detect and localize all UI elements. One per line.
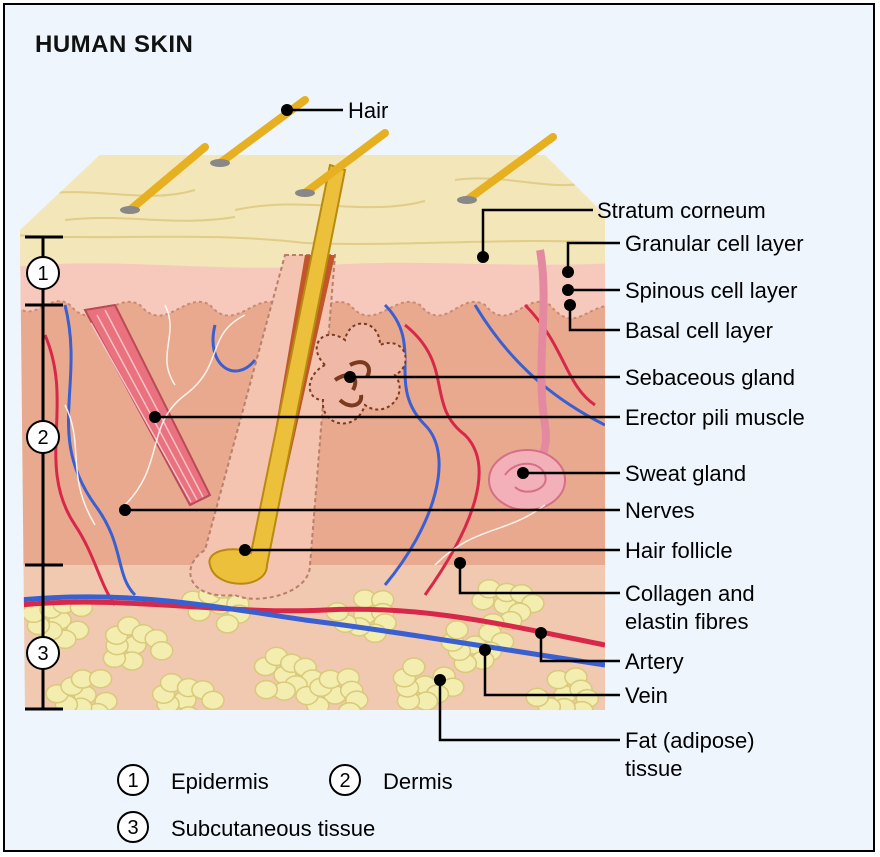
label-sweat-gland: Sweat gland (625, 461, 746, 486)
epidermis-number: 1 (37, 263, 48, 285)
label-artery: Artery (625, 649, 684, 674)
label-hair: Hair (348, 98, 388, 123)
fat-cell (151, 642, 173, 660)
skin-block (15, 155, 615, 726)
label-stratum-corneum: Stratum corneum (597, 198, 766, 223)
fat-cell (202, 691, 224, 709)
legend-number-1: 1 (127, 770, 138, 792)
legend-subcutaneous: Subcutaneous tissue (171, 816, 375, 841)
fat-cell (446, 621, 468, 639)
fat-cell (90, 670, 112, 688)
legend-dermis: Dermis (383, 769, 453, 794)
skin-diagram: 1 2 3 (5, 5, 875, 852)
legend-epidermis: Epidermis (171, 769, 269, 794)
label-fat-line2: tissue (625, 756, 682, 781)
fat-cell (255, 681, 277, 699)
legend-number-3: 3 (127, 817, 138, 839)
legend: 1 Epidermis 2 Dermis 3 Subcutaneous tiss… (118, 765, 453, 842)
diagram-frame: HUMAN SKIN (3, 3, 875, 852)
fat-cell (178, 707, 200, 725)
label-nerves: Nerves (625, 498, 695, 523)
fat-cell (526, 688, 548, 706)
label-basal-cell-layer: Basal cell layer (625, 318, 773, 343)
label-fat-line1: Fat (adipose) (625, 728, 755, 753)
legend-number-2: 2 (339, 770, 350, 792)
label-spinous-cell-layer: Spinous cell layer (625, 278, 797, 303)
fat-cell (403, 658, 425, 676)
fat-cell (339, 703, 361, 721)
label-collagen-line2: elastin fibres (625, 609, 749, 634)
fat-cell (216, 615, 238, 633)
dermis-number: 2 (37, 427, 48, 449)
label-hair-follicle: Hair follicle (625, 538, 733, 563)
subcutaneous-number: 3 (37, 643, 48, 665)
label-collagen-line1: Collagen and (625, 581, 755, 606)
label-vein: Vein (625, 683, 668, 708)
label-sebaceous-gland: Sebaceous gland (625, 365, 795, 390)
label-erector-pili-muscle: Erector pili muscle (625, 405, 805, 430)
fat-cell (160, 708, 182, 726)
label-granular-cell-layer: Granular cell layer (625, 231, 804, 256)
